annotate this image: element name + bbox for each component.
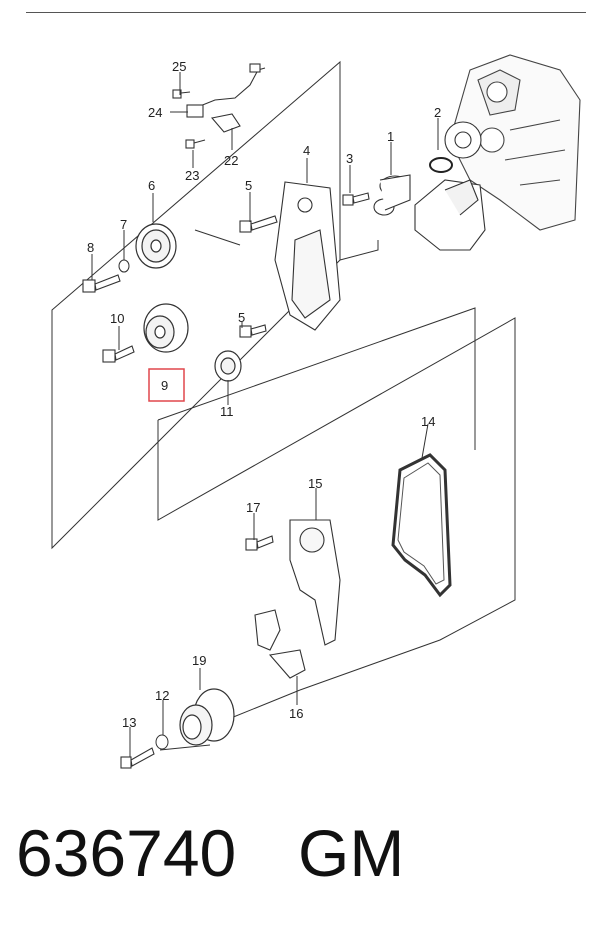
- callout-15: 15: [308, 476, 322, 491]
- engine-block-illustration: [449, 54, 581, 231]
- brand-name: GM: [298, 816, 405, 890]
- washer-12: [155, 734, 169, 750]
- washer-7: [118, 259, 130, 273]
- part-number: 636740: [16, 816, 237, 890]
- callout-8: 8: [87, 240, 94, 255]
- callout-6: 6: [148, 178, 155, 193]
- callout-1: 1: [387, 129, 394, 144]
- timing-belt: [391, 453, 452, 598]
- gear-11: [214, 350, 242, 382]
- bolt-8: [82, 274, 121, 293]
- callout-5-lower: 5: [238, 310, 245, 325]
- idler-pulley-9: [143, 303, 189, 353]
- callout-19: 19: [192, 653, 206, 668]
- o-ring: [429, 157, 453, 173]
- callout-9: 9: [161, 378, 168, 393]
- callout-13: 13: [122, 715, 136, 730]
- callout-7: 7: [120, 217, 127, 232]
- callout-10: 10: [110, 311, 124, 326]
- callout-22: 22: [224, 153, 238, 168]
- assembly-outline-lines: [51, 60, 516, 751]
- callout-12: 12: [155, 688, 169, 703]
- callout-11: 11: [220, 404, 234, 419]
- callout-16: 16: [289, 706, 303, 721]
- bolt-5-upper: [239, 215, 278, 233]
- callout-4: 4: [303, 143, 310, 158]
- bolt-5-lower: [239, 324, 267, 338]
- bolt-10: [102, 345, 135, 363]
- top-divider: [26, 12, 586, 13]
- water-pump: [373, 121, 486, 251]
- callout-3: 3: [346, 151, 353, 166]
- leader-lines: [91, 72, 439, 757]
- callout-24: 24: [148, 105, 162, 120]
- crank-pulley-19: [179, 688, 235, 746]
- gear-6: [135, 223, 177, 269]
- callout-25: 25: [172, 59, 186, 74]
- bolt-13: [120, 747, 155, 769]
- callout-17: 17: [246, 500, 260, 515]
- bolt-3: [342, 192, 370, 206]
- exploded-parts-diagram: 9 25 24 22 23 1 2 3 4 5 6 7 8 10 5 11 14…: [51, 54, 581, 769]
- lower-cover: [289, 519, 341, 646]
- callout-14: 14: [421, 414, 435, 429]
- callout-23: 23: [185, 168, 199, 183]
- highlight-box: [148, 368, 185, 402]
- lower-cover-16: [254, 609, 306, 679]
- sensor-assembly: [172, 63, 266, 149]
- callout-2: 2: [434, 105, 441, 120]
- callout-5-upper: 5: [245, 178, 252, 193]
- bolt-17: [245, 535, 274, 551]
- timing-cover: [274, 181, 341, 331]
